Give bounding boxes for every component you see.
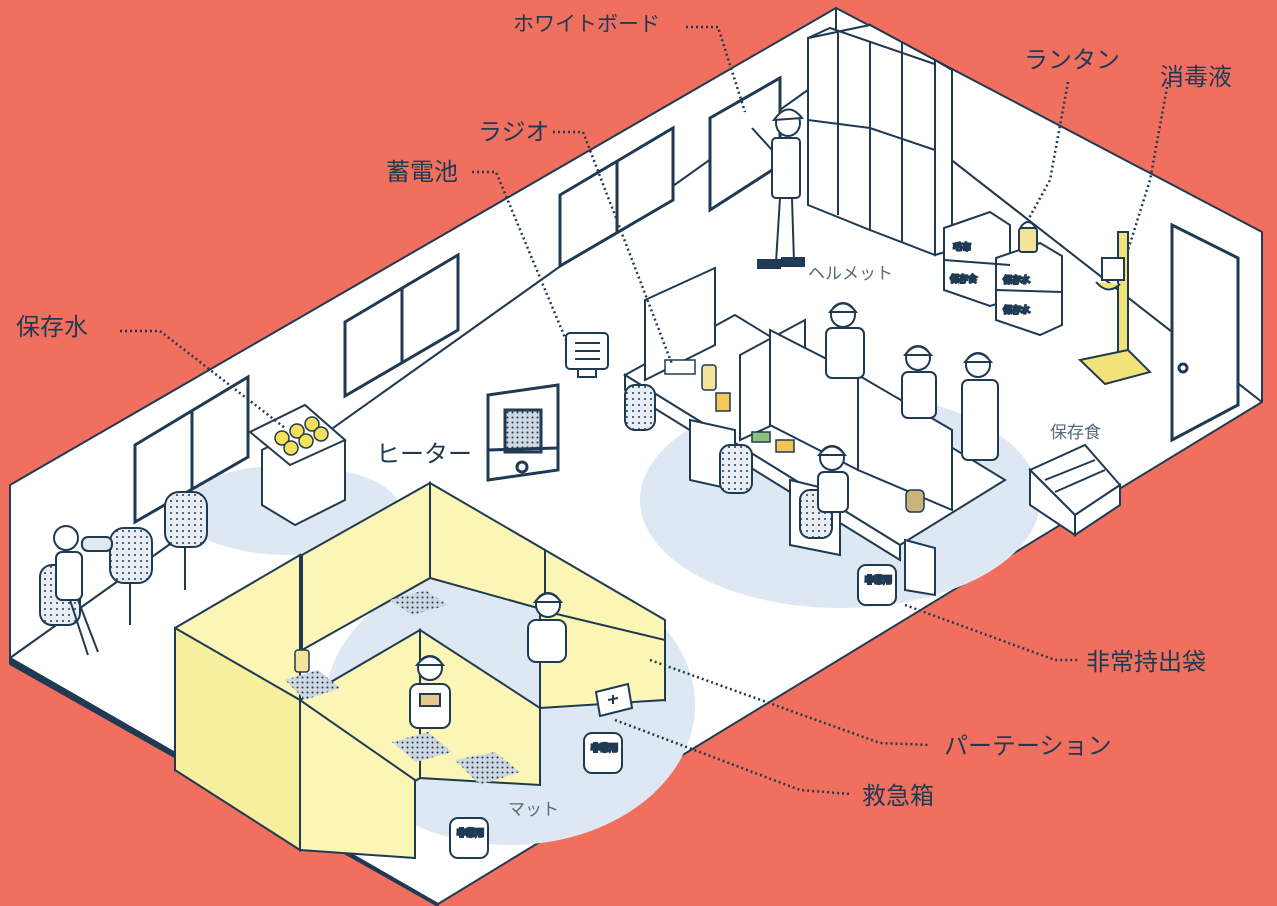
label-battery: 蓄電池 — [386, 158, 458, 186]
person-whiteboard — [751, 108, 805, 269]
label-whiteboard: ホワイトボード — [513, 12, 660, 36]
first-aid-box — [594, 682, 634, 718]
emergency-bag-1: 非常用 — [857, 564, 897, 606]
label-helmet: ヘルメット — [808, 264, 893, 284]
label-water: 保存水 — [16, 313, 88, 341]
label-emergency-bag: 非常持出袋 — [1086, 648, 1206, 676]
mats — [285, 590, 520, 785]
desk-items — [664, 359, 925, 513]
waiting-chairs — [39, 491, 208, 626]
door — [1170, 222, 1240, 443]
label-lantern: ランタン — [1024, 46, 1120, 74]
label-mat: マット — [508, 800, 559, 820]
label-disinfectant: 消毒液 — [1160, 63, 1232, 91]
disinfectant-stand — [1077, 231, 1152, 386]
radio — [664, 359, 696, 375]
bag-tag-1: 非常用 — [865, 574, 892, 586]
label-partition: パーテーション — [944, 732, 1112, 760]
label-radio: ラジオ — [478, 118, 550, 146]
box-water-label: 保存水 — [1003, 274, 1030, 286]
emergency-bag-3: 非常用 — [449, 817, 489, 859]
leader-lines — [120, 25, 1170, 796]
storage-boxes: 毛布 保存食 保存水 保存水 — [943, 210, 1063, 337]
partition-lantern — [294, 649, 310, 673]
food-crate — [1028, 443, 1122, 537]
emergency-bags: 非常用 非常用 非常用 — [449, 564, 897, 859]
lantern — [1018, 221, 1038, 253]
box-water-label-2: 保存水 — [1003, 304, 1030, 316]
desk-chairs — [624, 384, 833, 539]
emergency-bag-2: 非常用 — [583, 732, 623, 774]
box-food-label: 保存食 — [950, 273, 977, 285]
windows — [133, 125, 675, 525]
bag-tag-3: 非常用 — [457, 827, 484, 839]
storage-battery — [565, 332, 609, 378]
window-2 — [343, 252, 460, 399]
person-drinking — [53, 525, 113, 656]
window-1 — [133, 374, 250, 525]
partition-people — [409, 592, 567, 729]
desk-cluster — [623, 266, 1007, 597]
water-box — [248, 403, 347, 527]
label-heater: ヒーター — [376, 440, 472, 468]
label-food: 保存食 — [1050, 423, 1101, 443]
desk-workers — [816, 302, 999, 513]
label-first-aid: 救急箱 — [862, 782, 934, 810]
bag-tag-2: 非常用 — [591, 742, 618, 754]
lockers — [807, 23, 953, 257]
box-blanket-label: 毛布 — [953, 241, 971, 253]
heater — [486, 383, 560, 482]
